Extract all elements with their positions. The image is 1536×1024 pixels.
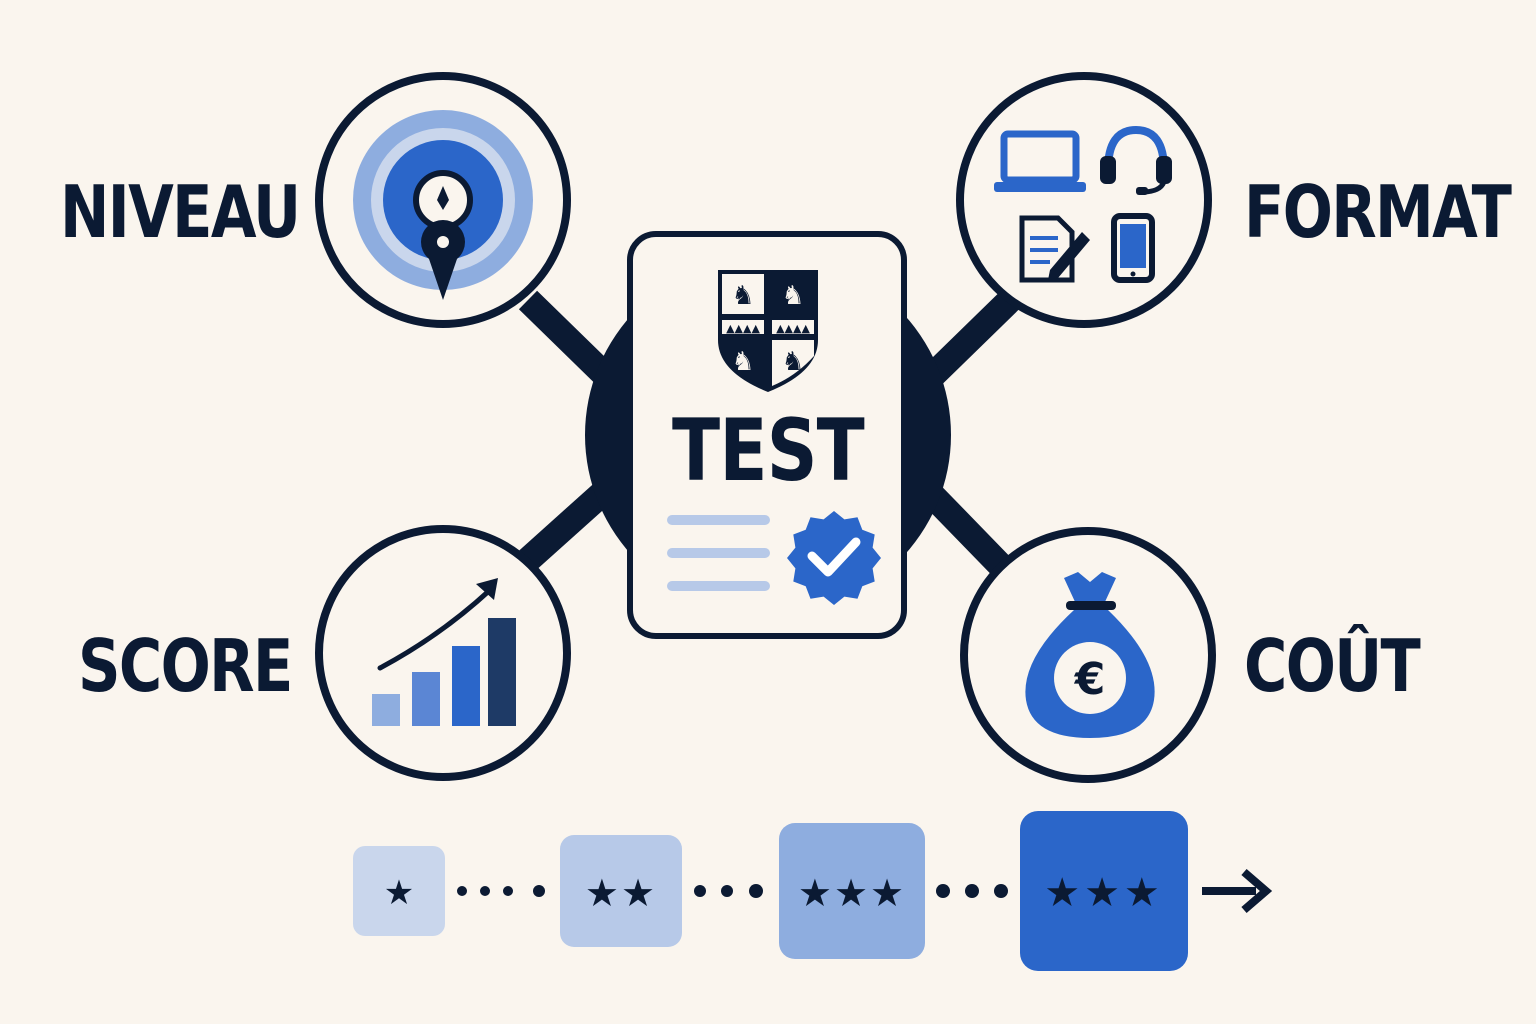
svg-text:♞: ♞ — [731, 281, 754, 311]
connector-cout — [922, 485, 1010, 575]
level-box-2 — [560, 835, 682, 947]
niveau-node — [315, 72, 571, 328]
level-stars-3: ★★★ — [798, 871, 906, 915]
euro-money-bag-icon: € — [1025, 572, 1155, 738]
level-stars-4: ★★★ — [1044, 870, 1164, 916]
format-node — [956, 72, 1212, 328]
svg-text:♞: ♞ — [731, 347, 754, 377]
score-node — [315, 525, 571, 781]
connectors — [518, 290, 1020, 575]
laptop-icon — [994, 130, 1086, 192]
svg-text:▲▲▲▲: ▲▲▲▲ — [726, 322, 760, 335]
connector-niveau — [518, 290, 620, 390]
euro-symbol: € — [1074, 654, 1106, 705]
smartphone-icon — [1111, 213, 1155, 283]
connector-format — [918, 290, 1020, 390]
format-label: FORMAT — [1244, 170, 1512, 254]
progression-dots — [457, 884, 1008, 898]
target-compass-icon — [353, 110, 533, 300]
level-stars-2: ★★ — [585, 871, 657, 915]
test-title: TEST — [672, 401, 865, 501]
score-label: SCORE — [78, 624, 293, 708]
progression-arrow-icon — [1202, 868, 1273, 914]
headset-icon — [1100, 125, 1172, 195]
connector-score — [519, 480, 615, 570]
crest-shield-icon: ♞ ♞ ♞ ♞ ▲▲▲▲ ▲▲▲▲ — [718, 270, 818, 392]
level-stars-1: ★ — [384, 873, 414, 913]
verified-badge-icon — [787, 511, 881, 605]
document-edit-icon — [1019, 215, 1090, 283]
rising-bar-chart-icon — [372, 578, 516, 726]
svg-text:▲▲▲▲: ▲▲▲▲ — [776, 322, 810, 335]
svg-text:♞: ♞ — [781, 281, 804, 311]
level-box-3 — [779, 823, 925, 959]
level-box-1 — [353, 846, 445, 936]
level-progression: ★ ★★ ★★★ ★★★ — [353, 811, 1273, 971]
niveau-label: NIVEAU — [60, 170, 301, 254]
svg-text:♞: ♞ — [781, 347, 804, 377]
test-card: ♞ ♞ ♞ ♞ ▲▲▲▲ ▲▲▲▲ — [627, 231, 907, 639]
cout-label: COÛT — [1244, 624, 1421, 708]
card-text-lines — [667, 515, 770, 591]
cout-node: € — [960, 527, 1216, 783]
level-box-4 — [1020, 811, 1188, 971]
